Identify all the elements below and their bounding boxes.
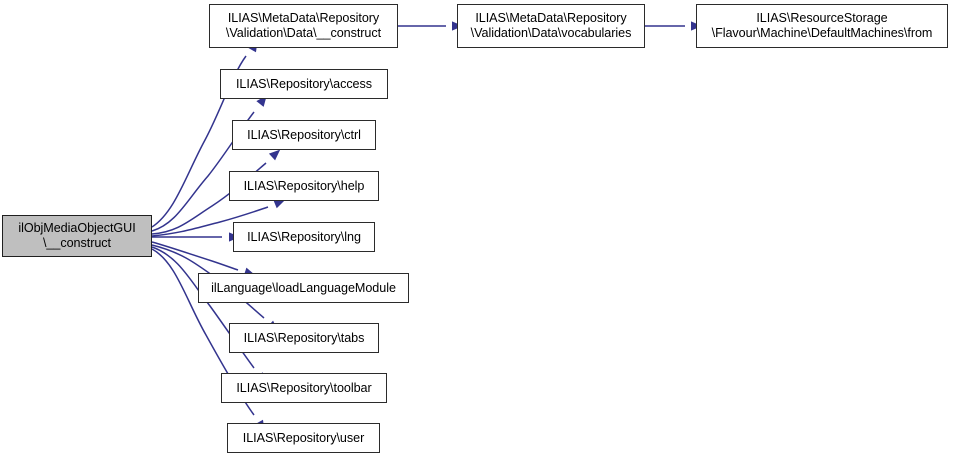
graph-node-label: ilLanguage\loadLanguageModule [211, 280, 396, 295]
graph-node-label: ILIAS\ResourceStorage \Flavour\Machine\D… [711, 11, 933, 40]
graph-node-label: ILIAS\MetaData\Repository \Validation\Da… [470, 11, 632, 40]
graph-node-illanguage-loadlanguagemodule[interactable]: ilLanguage\loadLanguageModule [198, 273, 409, 303]
graph-node-label: ILIAS\Repository\ctrl [247, 127, 361, 142]
graph-node-label: ILIAS\Repository\access [235, 76, 373, 91]
call-edge [151, 241, 239, 271]
graph-node-repo-toolbar[interactable]: ILIAS\Repository\toolbar [221, 373, 387, 403]
graph-node-label: ILIAS\Repository\user [242, 430, 365, 445]
graph-node-label: ilObjMediaObjectGUI \__construct [18, 221, 136, 250]
arrowhead-icon [273, 199, 286, 209]
graph-node-repo-user[interactable]: ILIAS\Repository\user [227, 423, 380, 453]
graph-node-md-data-construct[interactable]: ILIAS\MetaData\Repository \Validation\Da… [209, 4, 398, 48]
arrowhead-icon [268, 149, 281, 161]
graph-node-repo-help[interactable]: ILIAS\Repository\help [229, 171, 379, 201]
graph-node-root: ilObjMediaObjectGUI \__construct [2, 215, 152, 257]
graph-node-label: ILIAS\Repository\lng [247, 229, 361, 244]
graph-node-repo-lng[interactable]: ILIAS\Repository\lng [233, 222, 375, 252]
graph-node-label: ILIAS\Repository\toolbar [236, 380, 372, 395]
graph-node-repo-ctrl[interactable]: ILIAS\Repository\ctrl [232, 120, 376, 150]
graph-node-rs-defaultmachines-from[interactable]: ILIAS\ResourceStorage \Flavour\Machine\D… [696, 4, 948, 48]
call-edge [151, 206, 269, 237]
graph-node-repo-access[interactable]: ILIAS\Repository\access [220, 69, 388, 99]
graph-node-label: ILIAS\Repository\tabs [243, 330, 365, 345]
graph-node-repo-tabs[interactable]: ILIAS\Repository\tabs [229, 323, 379, 353]
graph-node-md-data-vocabularies[interactable]: ILIAS\MetaData\Repository \Validation\Da… [457, 4, 645, 48]
graph-node-label: ILIAS\MetaData\Repository \Validation\Da… [225, 11, 382, 40]
graph-node-label: ILIAS\Repository\help [243, 178, 365, 193]
